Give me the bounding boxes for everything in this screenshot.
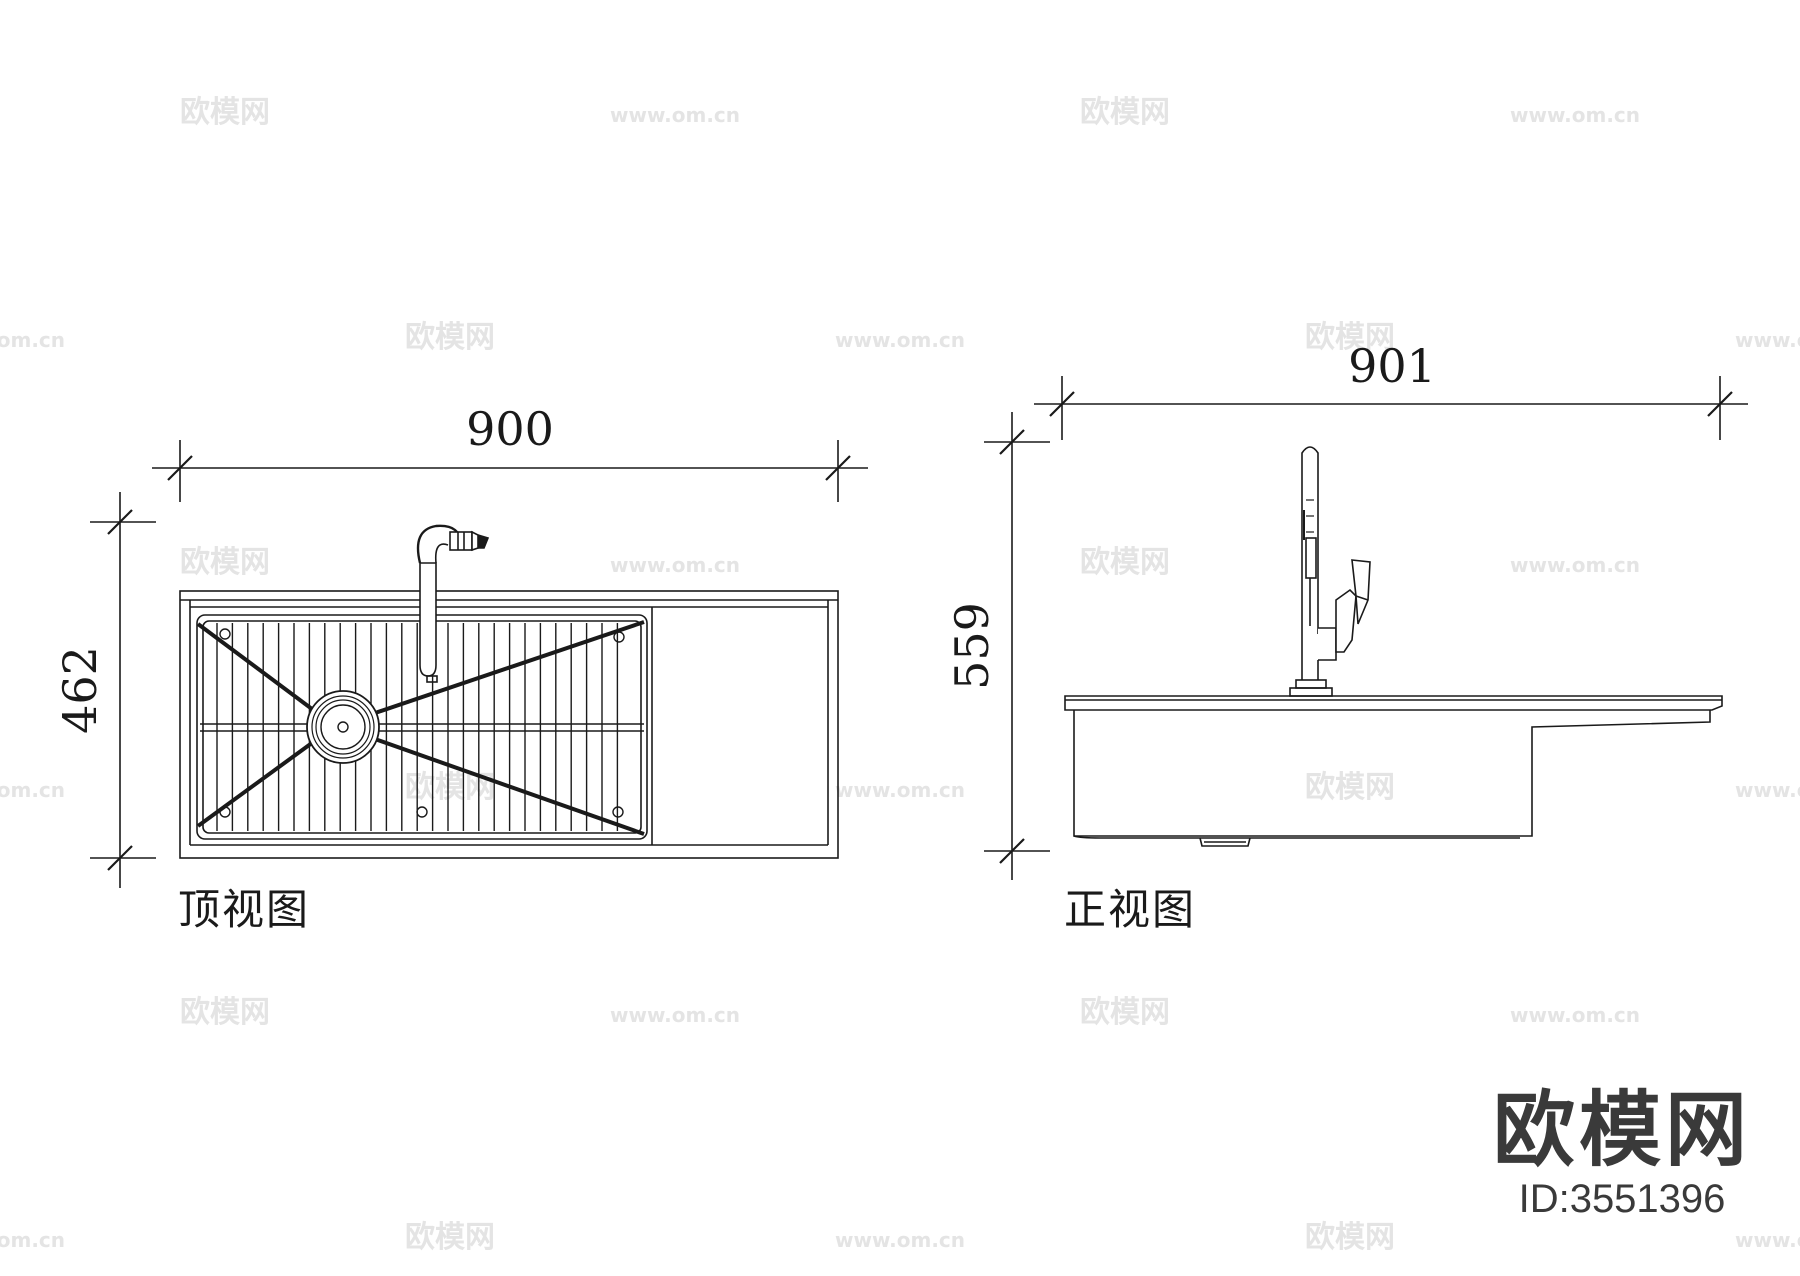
watermark-site: www.om.cn xyxy=(1735,328,1800,352)
rack-diagonal-arms xyxy=(196,620,645,836)
watermark-logo: 欧模网 xyxy=(180,995,270,1030)
watermark-site: www.om.cn xyxy=(0,778,65,802)
watermark-logo: 欧模网 xyxy=(405,320,495,355)
top-view-sink-outline xyxy=(179,590,839,859)
top-view-title: 顶视图 xyxy=(178,885,310,934)
front-view-sink-body xyxy=(1064,695,1723,839)
top-view-faucet xyxy=(416,524,490,683)
watermark-site: www.om.cn xyxy=(610,553,740,577)
top-view-drain-rack xyxy=(196,614,648,840)
front-view-drain xyxy=(1199,837,1251,847)
watermark-logo: 欧模网 xyxy=(1305,320,1395,355)
watermark-site: www.om.cn xyxy=(1735,778,1800,802)
watermark-site: www.om.cn xyxy=(610,103,740,127)
watermark-layer: 欧模网 www.om.cn 欧模网 www.om.cn www.om.cn 欧模网 www.… xyxy=(0,95,1800,1255)
top-view-width-label: 900 xyxy=(466,402,554,456)
top-view: 900 462 xyxy=(53,402,868,934)
front-view-width-dimension xyxy=(1034,376,1748,440)
front-view-title: 正视图 xyxy=(1064,885,1196,934)
front-view-width-label: 901 xyxy=(1348,339,1436,393)
rack-feet xyxy=(219,628,625,818)
rack-bars xyxy=(216,623,619,831)
watermark-site: www.om.cn xyxy=(835,778,965,802)
brand-logo: 欧模网 xyxy=(1493,1083,1751,1178)
watermark-logo: 欧模网 xyxy=(405,1220,495,1255)
watermark-site: www.om.cn xyxy=(0,328,65,352)
brand-id-label: ID:3551396 xyxy=(1519,1177,1726,1221)
front-view: 901 559 xyxy=(945,339,1748,934)
watermark-site: www.om.cn xyxy=(835,328,965,352)
watermark-logo: 欧模网 xyxy=(1080,95,1170,130)
front-view-faucet xyxy=(1289,446,1371,697)
watermark-site: www.om.cn xyxy=(610,1003,740,1027)
watermark-logo: 欧模网 xyxy=(1080,545,1170,580)
watermark-site: www.om.cn xyxy=(835,1228,965,1252)
watermark-logo: 欧模网 xyxy=(1080,995,1170,1030)
top-view-drain xyxy=(306,690,380,764)
watermark-site: www.om.cn xyxy=(1735,1228,1800,1252)
top-view-depth-dimension xyxy=(90,492,156,888)
front-view-height-label: 559 xyxy=(945,602,999,690)
watermark-logo: 欧模网 xyxy=(1305,1220,1395,1255)
watermark-logo: 欧模网 xyxy=(1305,770,1395,805)
brand-block: 欧模网 ID:3551396 xyxy=(1493,1083,1751,1221)
watermark-logo: 欧模网 xyxy=(180,545,270,580)
top-view-depth-label: 462 xyxy=(53,646,107,734)
watermark-logo: 欧模网 xyxy=(180,95,270,130)
watermark-site: www.om.cn xyxy=(1510,103,1640,127)
watermark-site: www.om.cn xyxy=(1510,1003,1640,1027)
front-view-height-dimension xyxy=(984,412,1050,880)
watermark-site: www.om.cn xyxy=(0,1228,65,1252)
watermark-site: www.om.cn xyxy=(1510,553,1640,577)
top-view-width-dimension xyxy=(152,440,868,502)
